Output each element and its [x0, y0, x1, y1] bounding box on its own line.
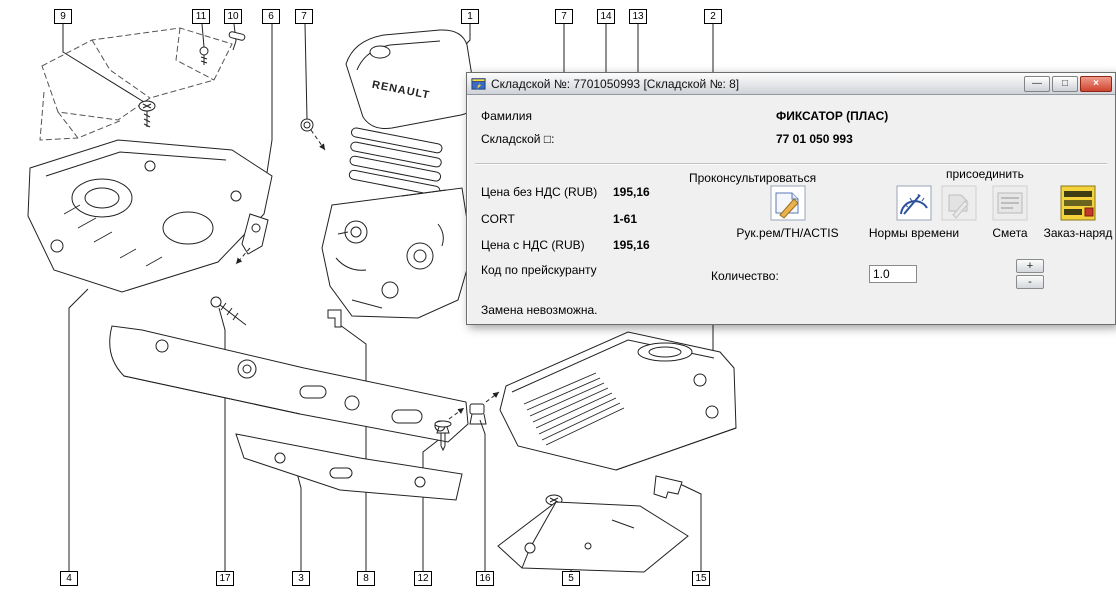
manual-button[interactable]: Рук.рем/TH/ACTIS — [725, 185, 850, 240]
callout-10[interactable]: 10 — [224, 9, 242, 24]
air-filter-cover — [499, 331, 737, 471]
callout-8[interactable]: 8 — [357, 571, 375, 586]
quantity-label: Количество: — [711, 269, 779, 283]
callout-5[interactable]: 5 — [562, 571, 580, 586]
minimize-button[interactable]: — — [1024, 75, 1050, 92]
price-ex-vat-value: 195,16 — [613, 185, 650, 199]
engine-assembly: RENAULT — [321, 29, 476, 319]
callout-11[interactable]: 11 — [192, 9, 210, 24]
callout-3[interactable]: 3 — [292, 571, 310, 586]
price-inc-vat-label: Цена с НДС (RUB) — [481, 238, 585, 252]
work-order-button-label: Заказ-наряд — [1043, 226, 1113, 240]
part-info-window: Складской №: 7701050993 [Складской №: 8]… — [466, 72, 1116, 325]
estimate-icon — [992, 185, 1028, 221]
family-value: ФИКСАТОР (ПЛАС) — [776, 109, 889, 123]
sort-label: CORT — [481, 212, 515, 226]
price-ex-vat-label: Цена без НДС (RUB) — [481, 185, 598, 199]
estimate-button[interactable]: Смета — [975, 185, 1045, 240]
lower-strip — [235, 433, 463, 501]
callout-17[interactable]: 17 — [216, 571, 234, 586]
pin-11 — [199, 46, 209, 65]
quantity-plus-button[interactable]: + — [1016, 259, 1044, 273]
callout-12[interactable]: 12 — [414, 571, 432, 586]
callout-2[interactable]: 2 — [704, 9, 722, 24]
estimate-button-label: Смета — [992, 226, 1028, 240]
callout-7[interactable]: 7 — [295, 9, 313, 24]
work-order-button[interactable]: Заказ-наряд — [1039, 185, 1116, 240]
callout-16[interactable]: 16 — [476, 571, 494, 586]
manual-icon — [770, 185, 805, 221]
quantity-input[interactable] — [869, 265, 917, 283]
ghost-icon — [941, 185, 977, 221]
rivet-12 — [434, 407, 465, 452]
bracket-15 — [653, 475, 683, 499]
family-label: Фамилия — [481, 109, 532, 123]
maximize-button[interactable]: □ — [1052, 75, 1078, 92]
time-standards-button-label: Нормы времени — [868, 226, 960, 240]
clip-8 — [327, 309, 342, 328]
titlebar[interactable]: Складской №: 7701050993 [Складской №: 8]… — [467, 73, 1115, 95]
manual-button-label: Рук.рем/TH/ACTIS — [736, 226, 839, 240]
nut-7 — [300, 118, 326, 151]
stock-number-label: Складской □: — [481, 132, 555, 146]
screw-17 — [210, 296, 247, 326]
bracket-6 — [235, 213, 269, 265]
cowl-panel — [109, 325, 469, 443]
stock-number-value: 77 01 050 993 — [776, 132, 853, 146]
work-order-icon — [1060, 185, 1096, 221]
time-standards-button[interactable]: Нормы времени — [859, 185, 969, 240]
price-inc-vat-value: 195,16 — [613, 238, 650, 252]
callout-9[interactable]: 9 — [54, 9, 72, 24]
separator — [475, 163, 1107, 165]
attach-heading: присоединить — [946, 167, 1024, 181]
callout-6[interactable]: 6 — [262, 9, 280, 24]
attach-disabled-button[interactable] — [937, 185, 981, 226]
callout-1[interactable]: 1 — [461, 9, 479, 24]
bolt-10 — [228, 31, 246, 51]
pricelist-code-label: Код по прейскуранту — [481, 263, 597, 277]
gauge-icon — [896, 185, 932, 221]
callout-13[interactable]: 13 — [629, 9, 647, 24]
callout-4[interactable]: 4 — [60, 571, 78, 586]
engine-cover-hidden — [39, 27, 233, 141]
consult-heading: Проконсультироваться — [689, 171, 817, 185]
status-text: Замена невозможна. — [481, 303, 598, 317]
callout-14[interactable]: 14 — [597, 9, 615, 24]
sort-value: 1-61 — [613, 212, 638, 226]
screw-9 — [138, 100, 156, 128]
callout-7[interactable]: 7 — [555, 9, 573, 24]
sound-cover — [27, 139, 273, 293]
bottom-panel — [497, 501, 689, 573]
window-title: Складской №: 7701050993 [Складской №: 8] — [491, 76, 740, 91]
close-button[interactable]: × — [1080, 75, 1112, 92]
callout-15[interactable]: 15 — [692, 571, 710, 586]
app-icon — [471, 78, 486, 90]
clip-16 — [469, 391, 500, 425]
quantity-minus-button[interactable]: - — [1016, 275, 1044, 289]
